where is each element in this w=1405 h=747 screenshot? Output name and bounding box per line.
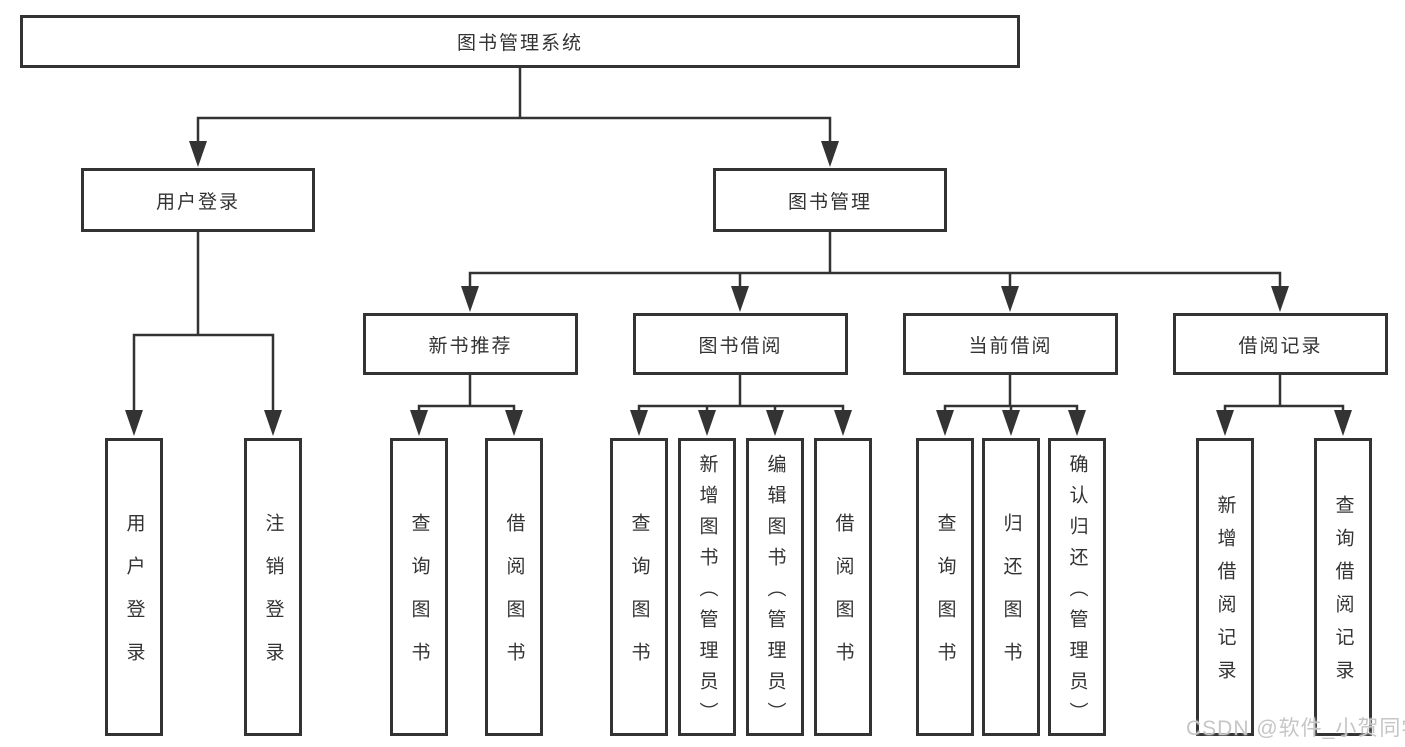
node-new-book-recommend-label: 新书推荐 xyxy=(428,335,513,357)
leaf-nbr-query-books: 查询图书 xyxy=(390,438,448,736)
leaf-bb-borrow-books: 借阅图书 xyxy=(814,438,872,736)
node-user-login-label: 用户登录 xyxy=(155,191,240,213)
csdn-watermark: CSDN @软件_小贺同学 xyxy=(1186,717,1405,740)
leaf-user-login-label: 用户登录 xyxy=(123,513,145,685)
node-borrowing-records-label: 借阅记录 xyxy=(1238,335,1323,357)
leaf-nbr-borrow-books: 借阅图书 xyxy=(485,438,543,736)
leaf-cb-confirm-return-admin: 确认归还（管理员） xyxy=(1048,438,1106,736)
leaf-bb-edit-books-admin-label: 编辑图书（管理员） xyxy=(764,453,786,733)
leaf-cb-confirm-return-admin-label: 确认归还（管理员） xyxy=(1066,453,1088,733)
leaf-bb-add-books-admin-label: 新增图书（管理员） xyxy=(696,453,718,733)
leaf-cb-return-books-label: 归还图书 xyxy=(1000,513,1022,685)
leaf-cb-query-books-label: 查询图书 xyxy=(934,513,956,685)
leaf-user-login: 用户登录 xyxy=(105,438,163,736)
leaf-bb-query-books-label: 查询图书 xyxy=(628,513,650,685)
node-new-book-recommend: 新书推荐 xyxy=(363,313,578,375)
node-user-login: 用户登录 xyxy=(81,168,315,232)
node-current-borrowing-label: 当前借阅 xyxy=(968,335,1053,357)
node-root-label: 图书管理系统 xyxy=(456,33,583,54)
leaf-br-add-record-label: 新增借阅记录 xyxy=(1214,495,1236,693)
leaf-bb-query-books: 查询图书 xyxy=(610,438,668,736)
node-book-borrowing: 图书借阅 xyxy=(633,313,848,375)
leaf-br-add-record: 新增借阅记录 xyxy=(1196,438,1254,736)
leaf-nbr-borrow-books-label: 借阅图书 xyxy=(503,513,525,685)
leaf-bb-add-books-admin: 新增图书（管理员） xyxy=(678,438,736,736)
leaf-bb-edit-books-admin: 编辑图书（管理员） xyxy=(746,438,804,736)
leaf-logout: 注销登录 xyxy=(244,438,302,736)
node-root: 图书管理系统 xyxy=(20,15,1020,68)
leaf-cb-return-books: 归还图书 xyxy=(982,438,1040,736)
node-book-management-label: 图书管理 xyxy=(787,191,872,213)
leaf-logout-label: 注销登录 xyxy=(262,513,284,685)
leaf-cb-query-books: 查询图书 xyxy=(916,438,974,736)
node-book-borrowing-label: 图书借阅 xyxy=(698,335,783,357)
arrowhead-icons xyxy=(125,141,1352,436)
leaf-bb-borrow-books-label: 借阅图书 xyxy=(832,513,854,685)
node-borrowing-records: 借阅记录 xyxy=(1173,313,1388,375)
node-book-management: 图书管理 xyxy=(713,168,947,232)
leaf-br-query-record-label: 查询借阅记录 xyxy=(1332,495,1354,693)
leaf-nbr-query-books-label: 查询图书 xyxy=(408,513,430,685)
node-current-borrowing: 当前借阅 xyxy=(903,313,1118,375)
leaf-br-query-record: 查询借阅记录 xyxy=(1314,438,1372,736)
